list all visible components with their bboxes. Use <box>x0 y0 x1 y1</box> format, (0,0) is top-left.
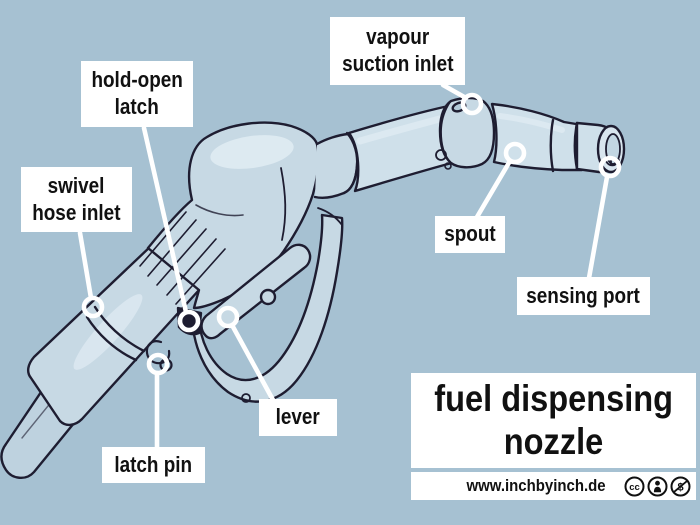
marker-hold-open-latch <box>177 309 201 333</box>
marker-swivel-hose-inlet <box>81 295 105 319</box>
cc-nc-dollar-crossed-icon: $ <box>670 476 691 496</box>
marker-latch-pin <box>146 352 170 376</box>
label-text: lever <box>275 404 321 430</box>
marker-lever <box>216 305 240 329</box>
label-hold-open-latch: hold-open latch <box>81 61 193 127</box>
diagram-title: fuel dispensing nozzle <box>411 373 696 468</box>
callout-markers <box>81 92 622 376</box>
label-lever: lever <box>259 399 337 436</box>
label-text: latch pin <box>114 451 193 477</box>
leader-swivel-hose-inlet <box>77 230 94 301</box>
leader-lever <box>229 322 276 403</box>
label-text: hold-open <box>91 67 183 93</box>
label-text: swivel <box>48 172 105 198</box>
marker-sensing-port <box>598 155 622 179</box>
leader-vapour-suction-inlet <box>440 82 469 101</box>
label-vapour-suction-inlet: vapour suction inlet <box>330 17 465 85</box>
license-icons: cc $ <box>624 476 691 497</box>
leader-lines <box>77 82 610 450</box>
label-sensing-port: sensing port <box>517 277 650 315</box>
title-line: nozzle <box>503 420 604 462</box>
label-text: suction inlet <box>341 51 454 76</box>
cc-by-person-icon <box>647 476 668 496</box>
spout-tube <box>347 103 461 193</box>
marker-spout <box>503 141 527 165</box>
trigger-guard <box>190 213 344 403</box>
label-text: hose inlet <box>32 199 121 225</box>
label-text: spout <box>444 221 496 247</box>
label-spout: spout <box>435 216 505 253</box>
website-url: www.inchbyinch.de <box>466 476 606 495</box>
lever-part <box>200 243 312 340</box>
cc-icon: cc <box>624 476 645 496</box>
label-text: latch <box>114 94 160 119</box>
label-latch-pin: latch pin <box>102 447 205 483</box>
label-text: vapour <box>365 24 430 50</box>
svg-text:cc: cc <box>629 482 640 493</box>
vapour-collar <box>438 96 496 169</box>
leader-sensing-port <box>586 174 610 281</box>
credit-bar: www.inchbyinch.de cc $ <box>411 472 696 500</box>
marker-vapour-suction-inlet <box>460 92 484 116</box>
label-text: sensing port <box>526 282 641 308</box>
leader-hold-open-latch <box>141 125 189 315</box>
title-line: fuel dispensing <box>434 378 673 420</box>
label-swivel-hose-inlet: swivel hose inlet <box>21 167 132 232</box>
leader-spout <box>474 158 513 220</box>
